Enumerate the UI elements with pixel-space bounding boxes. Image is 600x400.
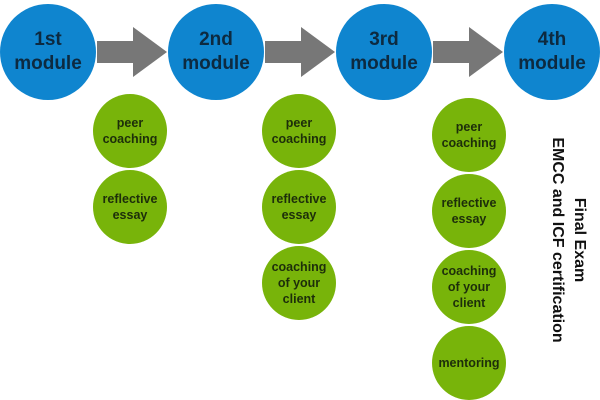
module-1: 1st module <box>0 4 96 100</box>
activity-reflective-essay: reflective essay <box>432 174 506 248</box>
module-4: 4th module <box>504 4 600 100</box>
module-3: 3rd module <box>336 4 432 100</box>
arrow-right-icon <box>433 27 503 77</box>
module-2: 2nd module <box>168 4 264 100</box>
activity-coaching-of-your-client: coaching of your client <box>432 250 506 324</box>
arrow-right-icon <box>97 27 167 77</box>
final-exam-label: Final Exam EMCC and ICF certification <box>546 120 590 360</box>
activity-mentoring: mentoring <box>432 326 506 400</box>
activity-peer-coaching: peer coaching <box>93 94 167 168</box>
activity-reflective-essay: reflective essay <box>93 170 167 244</box>
certification-label: EMCC and ICF certification <box>549 137 566 343</box>
activity-reflective-essay: reflective essay <box>262 170 336 244</box>
arrow-right-icon <box>265 27 335 77</box>
activity-coaching-of-your-client: coaching of your client <box>262 246 336 320</box>
activity-peer-coaching: peer coaching <box>432 98 506 172</box>
activity-peer-coaching: peer coaching <box>262 94 336 168</box>
final-exam-title: Final Exam <box>571 197 588 283</box>
